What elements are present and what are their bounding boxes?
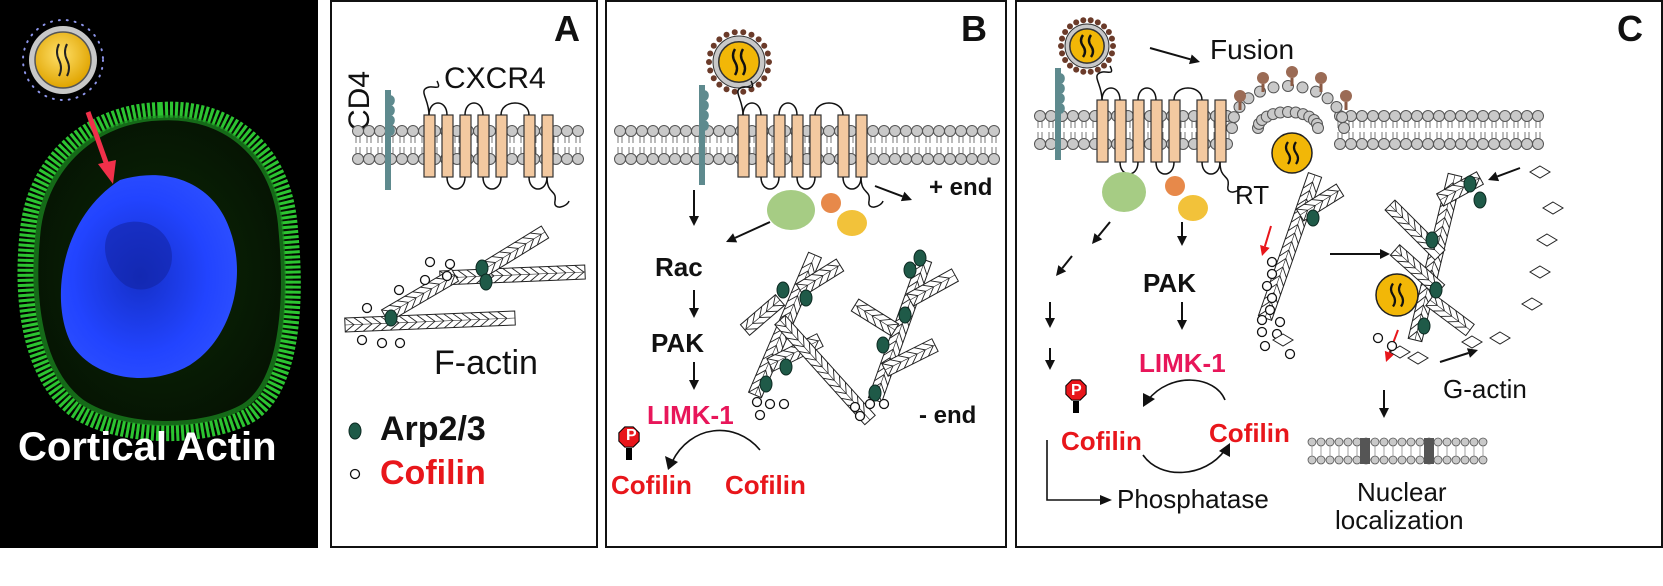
micrograph-image	[17, 19, 301, 442]
beta-label-b: β	[846, 214, 856, 231]
phosphatase-label: Phosphatase	[1117, 484, 1269, 514]
legend-arp23-label: Arp2/3	[380, 410, 486, 448]
gai-label: Gαi	[1109, 184, 1138, 204]
limk-label-c: LIMK-1	[1139, 348, 1226, 378]
micrograph-panel: Cortical Actin	[0, 0, 318, 548]
cofilin-phospho-label-c: Cofilin	[1061, 426, 1142, 456]
micrograph-caption: Cortical Actin	[18, 425, 277, 469]
p-badge-c: P	[1071, 382, 1082, 399]
cxcr4-label: CXCR4	[444, 62, 546, 95]
nuclear-label-1: Nuclear	[1357, 477, 1447, 507]
p-badge-b: P	[626, 427, 637, 444]
fusion-label: Fusion	[1210, 34, 1295, 65]
panel-a-letter: A	[554, 8, 580, 49]
legend-cofilin-label: Cofilin	[380, 454, 486, 492]
panel-b-letter: B	[961, 8, 987, 49]
limk-label-b: LIMK-1	[647, 400, 734, 430]
cd4-label: CD4	[343, 70, 377, 132]
cortical-actin-ring	[17, 101, 301, 442]
cofilin-phospho-label-b: Cofilin	[611, 470, 692, 500]
virus-icon	[22, 19, 104, 101]
minus-end-label: - end	[919, 402, 977, 429]
panel-b: B + end - end Rac PAK LIMK-1 Cofilin Cof…	[605, 0, 1007, 548]
gactin-label: G-actin	[1443, 374, 1527, 404]
nuclear-label-2: localization	[1335, 505, 1464, 535]
panel-c-letter: C	[1617, 8, 1643, 49]
rt-label: RT	[1235, 180, 1270, 210]
pak-label-b: PAK	[651, 328, 704, 358]
cofilin-label-c: Cofilin	[1209, 418, 1290, 448]
panel-c: C Fusion Gαi γ β RT PAK LIMK-1 Cofilin C…	[1015, 0, 1663, 548]
galpha-label: Gα	[779, 202, 804, 222]
plus-end-label: + end	[929, 174, 993, 201]
panel-a: A CD4 CXCR4 F-actin Arp2/3 Cofilin	[330, 0, 598, 548]
pak-label-c: PAK	[1143, 268, 1196, 298]
beta-label-c: β	[1191, 198, 1201, 215]
cofilin-label-b: Cofilin	[725, 470, 806, 500]
factin-label: F-actin	[434, 344, 538, 382]
gamma-label-b: γ	[828, 197, 835, 213]
gamma-label-c: γ	[1174, 179, 1181, 195]
rac-label: Rac	[655, 252, 703, 282]
